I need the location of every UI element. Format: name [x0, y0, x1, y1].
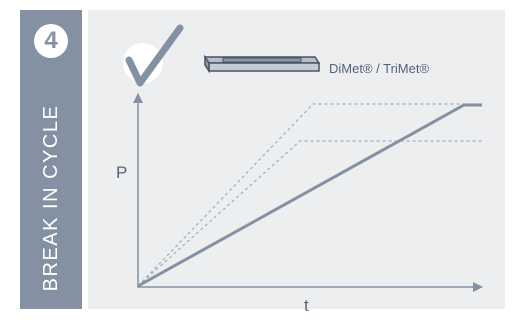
product-label: DiMet® / TriMet® [329, 61, 429, 76]
step-sidebar: 4 BREAK IN CYCLE [20, 10, 82, 309]
metal-strip-icon [203, 54, 321, 74]
y-axis-label: P [116, 163, 127, 182]
step-number-badge: 4 [34, 24, 68, 58]
x-axis-label: t [304, 296, 309, 315]
checkmark-icon [123, 24, 184, 87]
dashed-reference-lines [137, 103, 482, 287]
pressure-line [137, 103, 482, 288]
